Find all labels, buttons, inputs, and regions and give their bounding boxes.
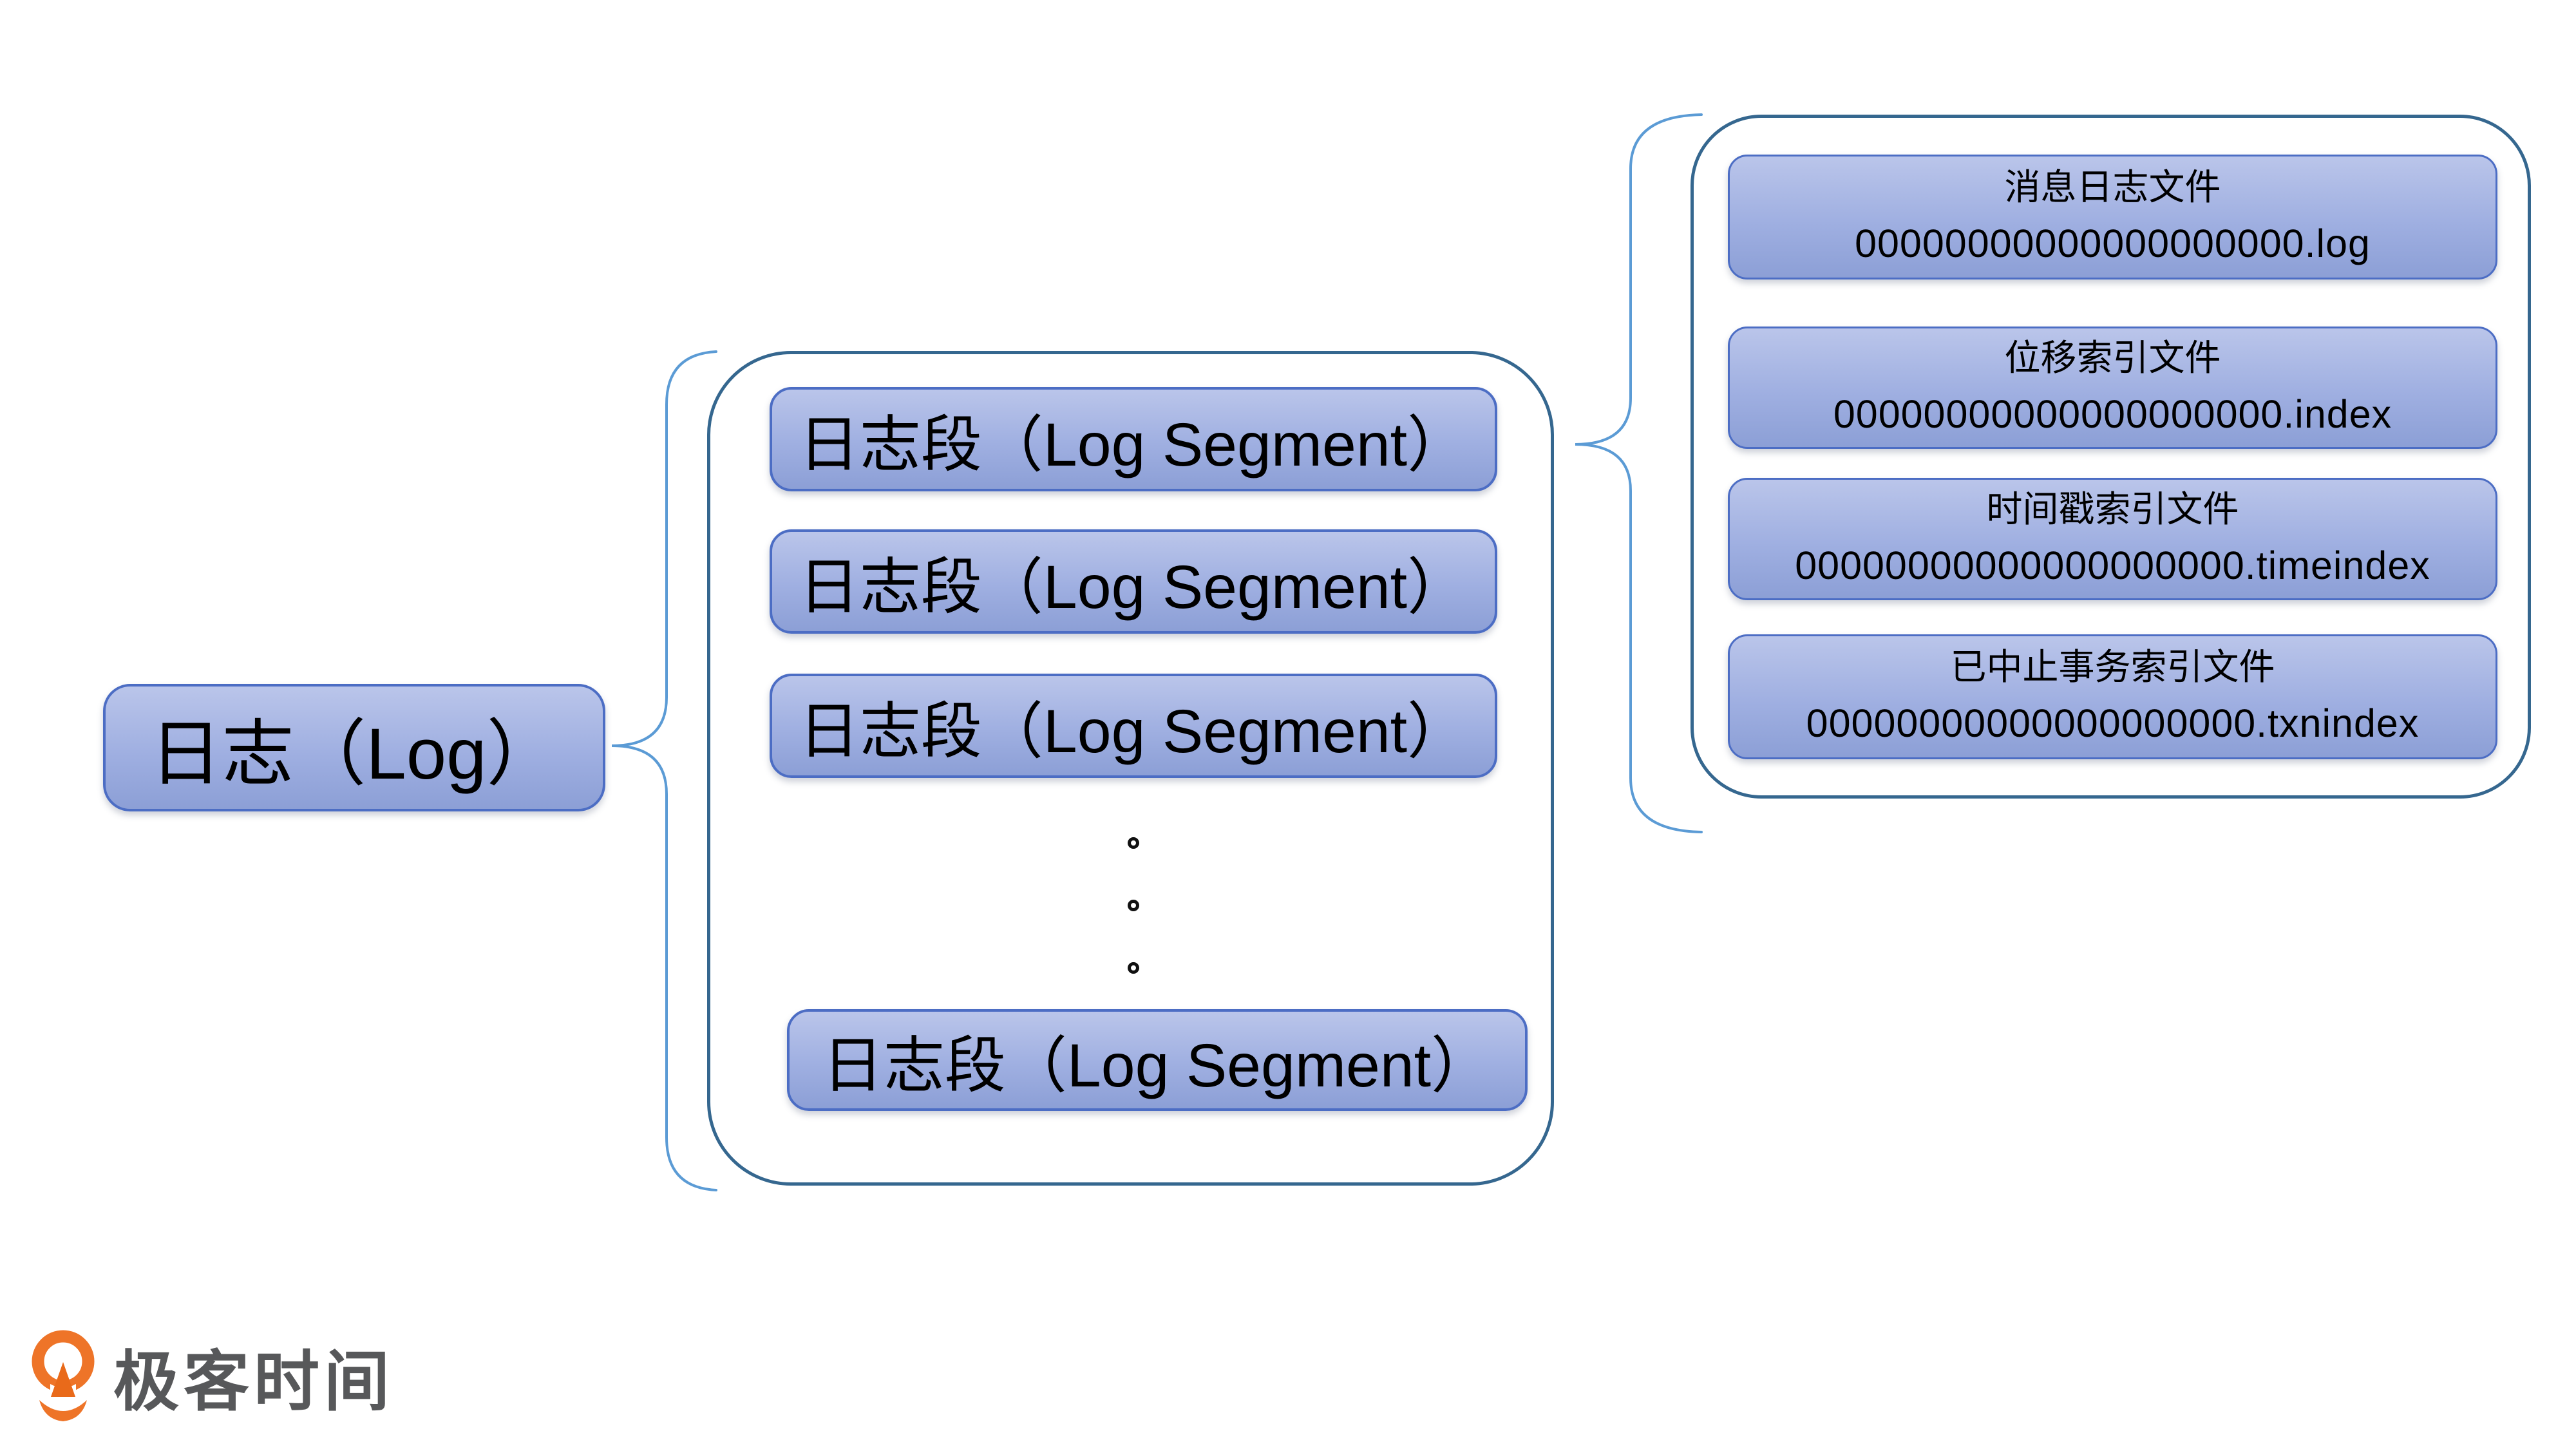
geektime-logo-text: 极客时间: [113, 1345, 394, 1419]
vertical-ellipsis: [1124, 837, 1142, 974]
log-node-label: 日志（Log）: [149, 714, 559, 794]
file-title: 消息日志文件: [2004, 167, 2221, 208]
file-name: 00000000000000000000.timeindex: [1795, 544, 2430, 588]
ellipsis-dot: [1128, 962, 1139, 974]
geektime-logo-icon: [32, 1330, 95, 1421]
ellipsis-dot: [1128, 900, 1139, 911]
file-name: 00000000000000000000.log: [1855, 222, 2371, 266]
time-index-file-node: 时间戳索引文件 00000000000000000000.timeindex: [1728, 478, 2497, 600]
log-segment-node: 日志段（Log Segment）: [770, 529, 1497, 634]
log-segment-node: 日志段（Log Segment）: [787, 1009, 1528, 1111]
file-name: 00000000000000000000.index: [1833, 392, 2392, 437]
log-segments-group-frame: [707, 351, 1554, 1186]
txn-index-file-node: 已中止事务索引文件 00000000000000000000.txnindex: [1728, 634, 2497, 759]
log-segment-label: 日志段（Log Segment）: [798, 697, 1469, 766]
log-segment-node: 日志段（Log Segment）: [770, 387, 1497, 491]
file-title: 时间戳索引文件: [1986, 489, 2239, 530]
file-title: 位移索引文件: [2004, 337, 2221, 379]
geektime-logo: 极客时间: [31, 1324, 394, 1428]
file-name: 00000000000000000000.txnindex: [1806, 701, 2420, 746]
left-curly-brace: [611, 350, 717, 1191]
ellipsis-dot: [1128, 837, 1139, 849]
log-node: 日志（Log）: [103, 684, 605, 811]
segment-files-group-frame: [1690, 115, 2531, 799]
log-segment-node: 日志段（Log Segment）: [770, 674, 1497, 778]
offset-index-file-node: 位移索引文件 00000000000000000000.index: [1728, 327, 2497, 449]
log-segment-label: 日志段（Log Segment）: [798, 410, 1469, 479]
right-curly-brace: [1575, 113, 1703, 833]
file-title: 已中止事务索引文件: [1950, 647, 2275, 688]
message-log-file-node: 消息日志文件 00000000000000000000.log: [1728, 155, 2497, 279]
log-segment-label: 日志段（Log Segment）: [822, 1031, 1493, 1100]
log-segment-label: 日志段（Log Segment）: [798, 553, 1469, 621]
